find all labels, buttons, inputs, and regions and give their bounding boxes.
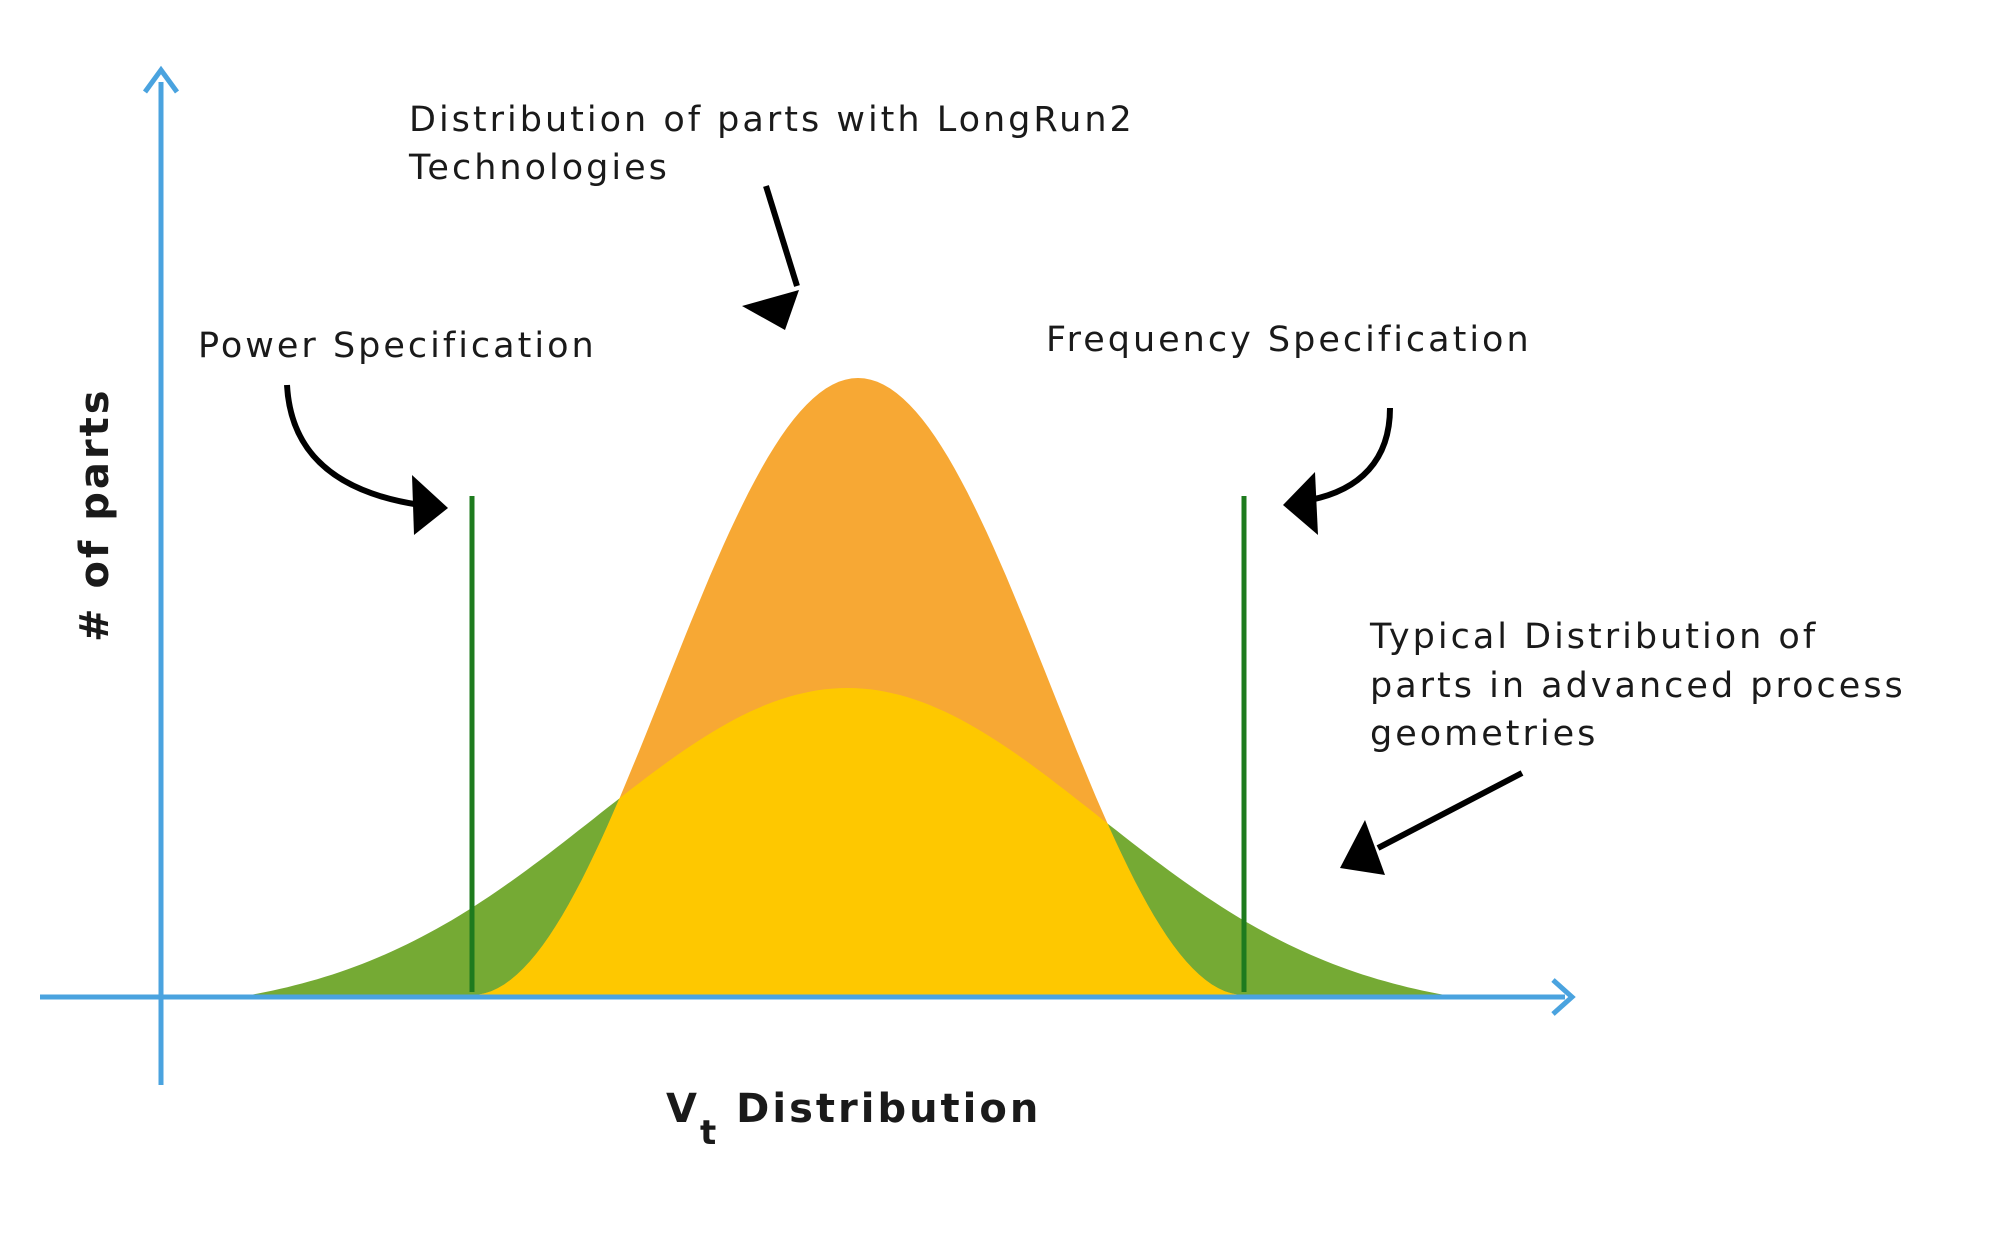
typical-label-line2: parts in advanced process <box>1370 666 1906 706</box>
power-spec-label: Power Specification <box>198 326 597 366</box>
x-axis-label-main: V <box>666 1086 700 1132</box>
annotation-arrows <box>284 185 1524 875</box>
frequency-arrow-icon <box>1309 407 1393 503</box>
power-arrowhead-icon <box>412 475 448 535</box>
typical-label-line1: Typical Distribution of <box>1369 617 1818 657</box>
longrun-arrowhead-icon <box>742 290 799 330</box>
x-axis-label: Vt Distribution <box>666 1086 1041 1153</box>
x-axis-label-subscript: t <box>700 1113 719 1153</box>
power-arrow-icon <box>284 384 421 508</box>
longrun-arrow-icon <box>763 185 800 287</box>
y-axis-label: # of parts <box>72 387 118 642</box>
frequency-spec-label: Frequency Specification <box>1046 320 1532 360</box>
longrun-label-line1: Distribution of parts with LongRun2 <box>409 100 1135 140</box>
axes <box>40 65 1576 1085</box>
x-axis-arrow-icon <box>1551 978 1576 1016</box>
x-axis-label-rest: Distribution <box>719 1086 1041 1132</box>
frequency-arrowhead-icon <box>1283 472 1318 535</box>
typical-arrowhead-icon <box>1340 820 1385 875</box>
typical-arrow-icon <box>1376 770 1524 851</box>
longrun-label-line2: Technologies <box>408 148 670 188</box>
y-axis-arrow-icon <box>142 65 180 94</box>
typical-label-line3: geometries <box>1370 714 1598 754</box>
